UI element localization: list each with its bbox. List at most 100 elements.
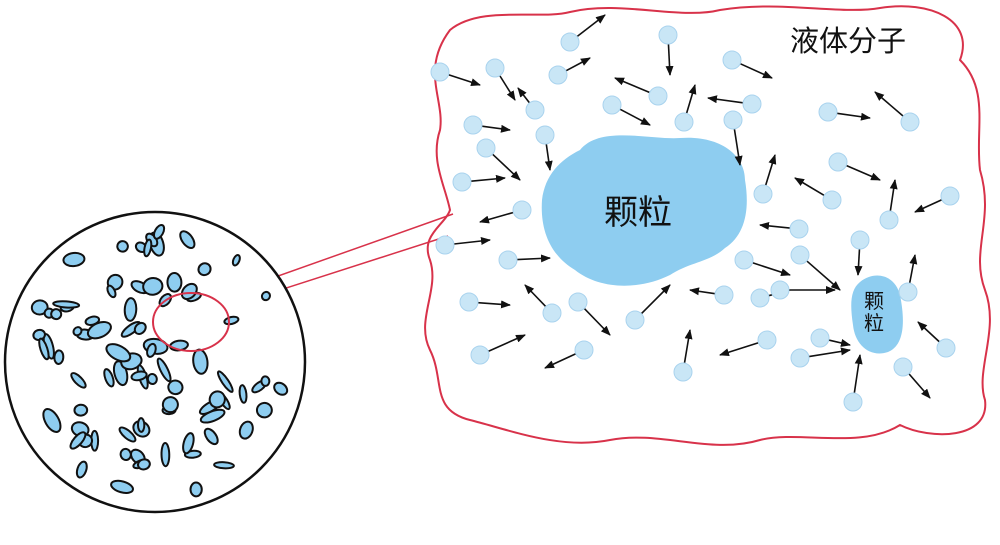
particle-blob [167, 379, 184, 396]
motion-arrow [499, 75, 516, 101]
molecule [818, 102, 838, 122]
particle-blob [213, 461, 235, 470]
particle-blob [142, 277, 164, 296]
motion-arrow [689, 287, 716, 296]
particle-blob [189, 481, 203, 498]
motion-arrow [683, 329, 693, 364]
motion-arrow [448, 74, 481, 87]
motion-arrow [914, 199, 943, 213]
particle-blob [156, 357, 172, 383]
particle-blob [38, 337, 50, 361]
large-particle [541, 135, 747, 286]
particle-blob [255, 401, 273, 419]
motion-arrow [487, 334, 526, 353]
molecule [435, 235, 455, 255]
particle-blob [30, 299, 49, 316]
molecule [828, 152, 848, 172]
motion-arrow [752, 262, 791, 277]
motion-arrow [836, 112, 871, 121]
molecule [452, 172, 472, 192]
particle-blob [152, 223, 166, 240]
motion-arrow [828, 339, 851, 347]
molecule [548, 65, 568, 85]
particle-blob [161, 396, 179, 414]
motion-arrow [733, 128, 743, 166]
particle-blob [73, 403, 89, 417]
molecule [470, 345, 490, 365]
molecule [936, 338, 956, 358]
particle-blob [260, 290, 271, 302]
motion-arrow [481, 124, 511, 133]
particle-blob [118, 426, 137, 443]
motion-arrow [544, 353, 577, 369]
molecule [674, 112, 694, 132]
particle-blob [53, 349, 65, 365]
molecule [535, 125, 555, 145]
particle-blob [208, 390, 226, 409]
particle-blob [137, 458, 151, 471]
particle-blob [197, 262, 212, 277]
particle-blob [52, 300, 81, 309]
particle-blob [260, 375, 271, 387]
motion-arrow [874, 91, 904, 117]
molecule [714, 285, 734, 305]
molecule [770, 280, 790, 300]
motion-arrow [544, 143, 553, 171]
molecule [940, 186, 960, 206]
molecule [893, 357, 913, 377]
motion-arrow [619, 108, 651, 126]
molecule [723, 110, 743, 130]
small-particle [851, 275, 903, 354]
motion-arrow [908, 373, 931, 399]
motion-arrow [516, 254, 551, 263]
motion-arrow [565, 57, 591, 72]
motion-arrow [889, 179, 898, 212]
motion-arrow [917, 321, 940, 343]
particle-blob [130, 370, 148, 382]
molecule [753, 184, 773, 204]
motion-arrow [794, 177, 825, 197]
molecule [560, 32, 580, 52]
motion-arrow [453, 237, 491, 245]
molecule [463, 115, 483, 135]
motion-arrow [806, 260, 841, 291]
molecule [790, 245, 810, 265]
molecule [568, 292, 588, 312]
particle-blob [75, 460, 88, 479]
particle-blob [199, 408, 226, 424]
particle-blob [105, 343, 132, 363]
liquid-molecules-label: 液体分子 [790, 24, 907, 58]
motion-arrow [707, 95, 744, 104]
motion-arrow [739, 62, 773, 79]
particle-blob [72, 326, 83, 337]
motion-arrow [614, 77, 651, 94]
small-particle-label-line1: 颗 [864, 289, 884, 313]
magnified-region-ellipse [152, 292, 230, 352]
motion-arrow [764, 154, 777, 186]
large-particle-label: 颗粒 [604, 193, 672, 233]
molecule [757, 330, 777, 350]
particle-blob [143, 238, 153, 258]
molecule [790, 348, 810, 368]
molecule [512, 200, 532, 220]
particle-blob [123, 297, 138, 322]
particle-blob [216, 370, 234, 393]
particle-blob [42, 408, 62, 433]
molecule [810, 328, 830, 348]
particle-blob [160, 442, 171, 468]
particle-blob [110, 479, 134, 494]
molecule [525, 100, 545, 120]
motion-arrow [808, 347, 851, 358]
motion-arrow [845, 164, 881, 181]
molecule [843, 392, 863, 412]
molecule [574, 340, 594, 360]
molecule [742, 94, 762, 114]
motion-arrow [640, 284, 671, 315]
particle-blob [50, 308, 63, 321]
particle-blob [70, 372, 87, 389]
molecule [485, 58, 505, 78]
molecule [900, 112, 920, 132]
small-particle-label: 颗 粒 [864, 290, 884, 334]
